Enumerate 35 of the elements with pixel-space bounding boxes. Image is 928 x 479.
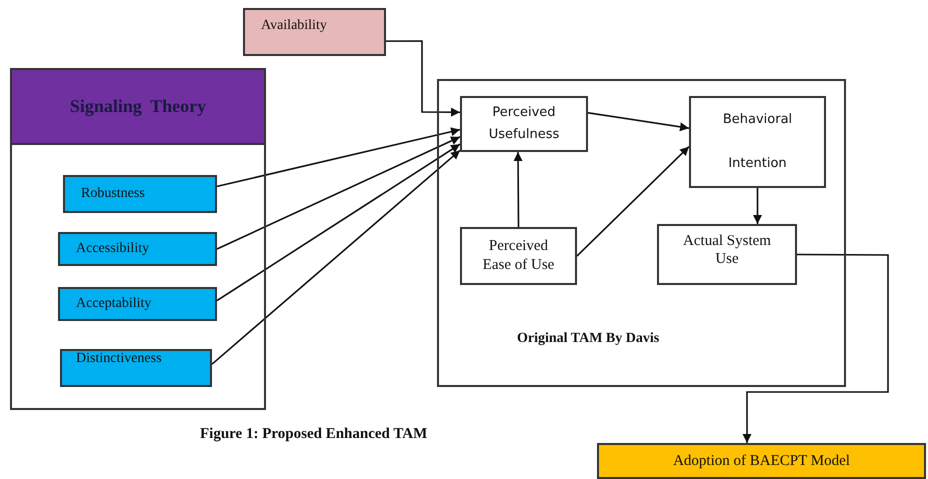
box-label: Acceptability [76, 296, 152, 312]
box-label: Accessibility [76, 241, 150, 257]
panel-title: Signaling Theory [70, 96, 206, 117]
box-label: Adoption of BAECPT Model [673, 452, 850, 470]
arrow [514, 152, 523, 227]
factor-box [243, 8, 386, 56]
construct-box [60, 349, 212, 387]
construct-box [58, 232, 217, 266]
arrow [216, 127, 460, 188]
construct-box [58, 287, 217, 321]
box-label: Perceived Ease of Use [482, 237, 556, 275]
box-label: Perceived Usefulness [488, 104, 560, 144]
arrow [211, 150, 461, 365]
container-label: Original TAM By Davis [517, 331, 660, 347]
box-label: Behavioral Intention [722, 111, 794, 173]
construct-box [460, 96, 588, 152]
model-container [437, 79, 846, 387]
theory-panel [10, 68, 266, 410]
box-label: Actual System Use [682, 232, 772, 268]
arrow [216, 136, 460, 250]
arrow [753, 188, 762, 224]
construct-box [63, 175, 217, 213]
construct-box [657, 224, 797, 285]
arrow [386, 40, 460, 117]
box-label: Availability [261, 18, 327, 34]
arrow [576, 146, 690, 257]
box-label: Distinctiveness [76, 351, 162, 367]
outcome-box [597, 443, 926, 479]
arrow [742, 254, 889, 443]
construct-box [460, 227, 577, 285]
construct-box [689, 96, 826, 188]
figure-caption: Figure 1: Proposed Enhanced TAM [200, 426, 428, 443]
arrow [588, 112, 690, 132]
arrow [216, 143, 460, 302]
box-label: Robustness [81, 186, 145, 202]
